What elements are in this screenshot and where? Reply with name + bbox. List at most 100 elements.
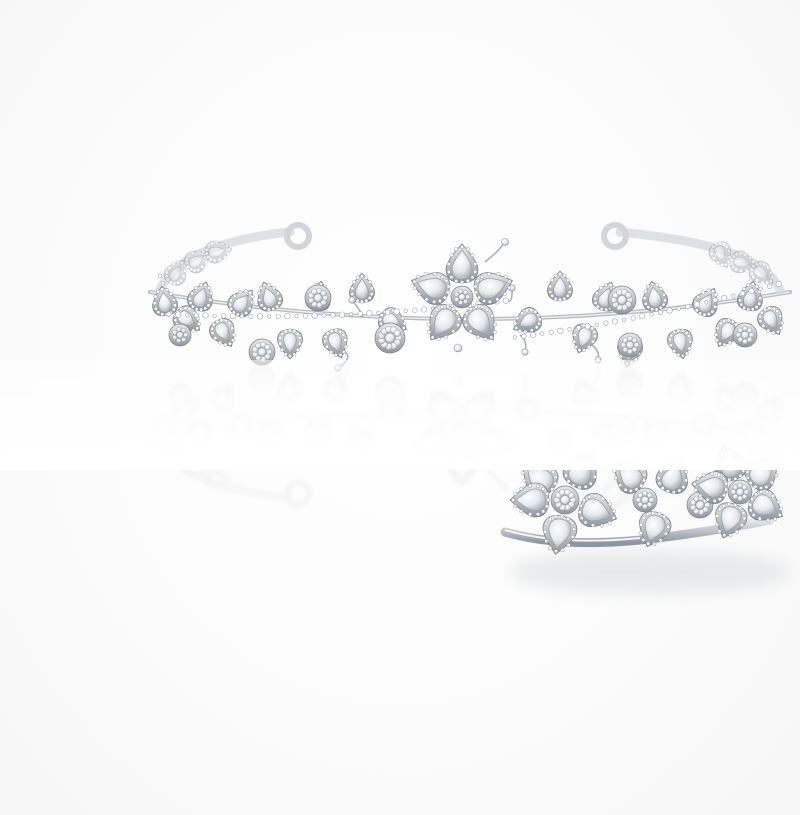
tiara-back-leaf-pave (167, 266, 172, 271)
tiara-accent-stone (349, 312, 354, 317)
tiara-leaf (209, 318, 236, 347)
tiara-flower-petal-pave (434, 307, 439, 312)
tiara-back-leaf-stone (714, 245, 726, 263)
tiara-leaf-pave (715, 326, 720, 331)
ring-flower-left-petal-pave (543, 529, 547, 534)
tiara-leaf-pave (206, 303, 211, 308)
ring-middle-petal-pave (677, 488, 682, 493)
ring-flower-right-petal-pave (727, 477, 732, 482)
tiara-leaf-pave (550, 294, 555, 298)
ring-flower-right-petal-pave (764, 490, 769, 495)
tiara-leaf-pave (360, 274, 364, 278)
tiara-flower-petal-pave (460, 245, 464, 249)
tiara-leaf-pave (152, 301, 157, 306)
tiara-leaf-pave (525, 308, 529, 313)
ring-middle-petal-pave (665, 489, 670, 494)
ring-flower-right-petal-pave (712, 498, 717, 503)
tiara-cluster (374, 322, 406, 354)
tiara-back-leaf-pave (714, 242, 719, 247)
tiara-leaf-pave (515, 316, 520, 321)
ring-flower-left-petal-pave (593, 494, 598, 498)
ring-flower-right-petal-pave (777, 513, 782, 517)
tiara-back-leaf-pave (761, 262, 766, 267)
tiara-leaf-pave (280, 348, 285, 352)
tiara-cluster (617, 332, 643, 358)
ring-flower-right-petal-pave (748, 508, 753, 513)
tiara-flower-center-pave (463, 290, 469, 295)
tiara-leaf-pave (156, 310, 161, 315)
tiara-leaf-pave (608, 283, 613, 287)
tiara-flower-petal-pave (473, 262, 478, 267)
ring-middle-petal-pave (660, 486, 665, 491)
tiara-back-leaf-pave (723, 262, 728, 267)
tiara-leaf-stone (192, 287, 207, 308)
tiara-flower-petal-pave (492, 330, 497, 335)
tiara-leaf-pave (646, 305, 651, 310)
ring-flower-left-petal-pave (535, 512, 540, 517)
tiara-cluster-center (617, 295, 627, 305)
tiara-back-leaf-pave (224, 244, 229, 249)
tiara-leaf-pave (533, 309, 538, 314)
tiara-leaf-pave (739, 302, 744, 307)
ring-middle-center-pave (646, 501, 653, 508)
ring-flower-right-petal-stone (720, 506, 742, 533)
tiara-accent-stone (193, 312, 199, 318)
tiara-back-leaf-pave (738, 268, 743, 273)
ring-flower-left-petal-pave (566, 543, 571, 547)
ring-flower-left-petal-pave (570, 521, 575, 526)
tiara-leaf-pave (295, 348, 300, 352)
tiara-cluster-pave (746, 327, 753, 334)
ring-flower-right-petal-stone (752, 494, 778, 516)
ring-middle-petal-pave (646, 541, 651, 546)
tiara-leaf-pave (706, 312, 711, 317)
tiara-flower-stem (484, 241, 506, 263)
tiara-leaf-pave (343, 338, 348, 342)
tiara-flower-petal-pave (426, 322, 431, 327)
ring-flower-right-petal-pave (753, 484, 758, 489)
ring-shadow (510, 550, 790, 594)
tiara-leaf-pave (710, 309, 715, 314)
tiara-flower-petal-pave (427, 330, 432, 335)
ring-middle-petal-pave (639, 483, 644, 488)
ring-flower-left-petal-pave (551, 469, 556, 474)
ring-flower-right-petal-pave (766, 518, 770, 523)
tiara-leaf-pave (672, 330, 677, 335)
tiara-flower-petal-pave (465, 278, 470, 283)
tiara-leaf-pave (367, 280, 372, 284)
tiara-back-leaf-stone (733, 256, 752, 268)
tiara-accent-stone (185, 312, 190, 318)
ring-flower-right-petal-pave (734, 529, 739, 534)
tiara-cluster-pave (627, 348, 633, 355)
ring-middle-petal-pave (628, 488, 633, 493)
tiara-leaf-pave (650, 307, 655, 312)
tiara-accent-stone (393, 308, 400, 315)
tiara-back-leaf-pave (734, 252, 739, 257)
tiara-accent-stone (357, 311, 363, 317)
tiara-back-leaf-pave (768, 279, 773, 283)
tiara-flower-petal-pave (465, 247, 470, 252)
tiara-leaf-stone (327, 332, 342, 353)
ring-flower-left-center-pave (568, 492, 575, 499)
tiara-leaf-pave (517, 329, 522, 333)
ring-flower-left-petal-pave (570, 534, 575, 539)
ring-flower-left-petal-pave (566, 479, 571, 484)
tiara-accent-stone (294, 313, 299, 319)
tiara-back-leaf-pave (204, 478, 209, 483)
tiara-accent-stone (275, 313, 281, 319)
tiara-cluster-pave (320, 290, 327, 297)
tiara-accent-stone (721, 294, 728, 302)
tiara-leaf-pave (548, 284, 553, 289)
tiara-accent-stone (239, 314, 244, 319)
tiara-leaf-pave (746, 307, 751, 312)
tiara-leaf-pave (776, 329, 780, 334)
tiara-leaf-pave (759, 310, 764, 315)
tiara-leaf-pave (714, 332, 719, 337)
ring-middle-center-pave (642, 503, 648, 510)
ring-flower-left-petal-pave (572, 527, 577, 532)
ring-middle-center-pave (648, 497, 655, 503)
tiara-leaf-pave (267, 283, 272, 287)
tiara-leaf-pave (275, 304, 279, 309)
ring-middle-petal-pave (671, 490, 676, 495)
ring-middle-petal-pave (641, 537, 646, 542)
ring-flower-right-petal-pave (745, 470, 750, 474)
